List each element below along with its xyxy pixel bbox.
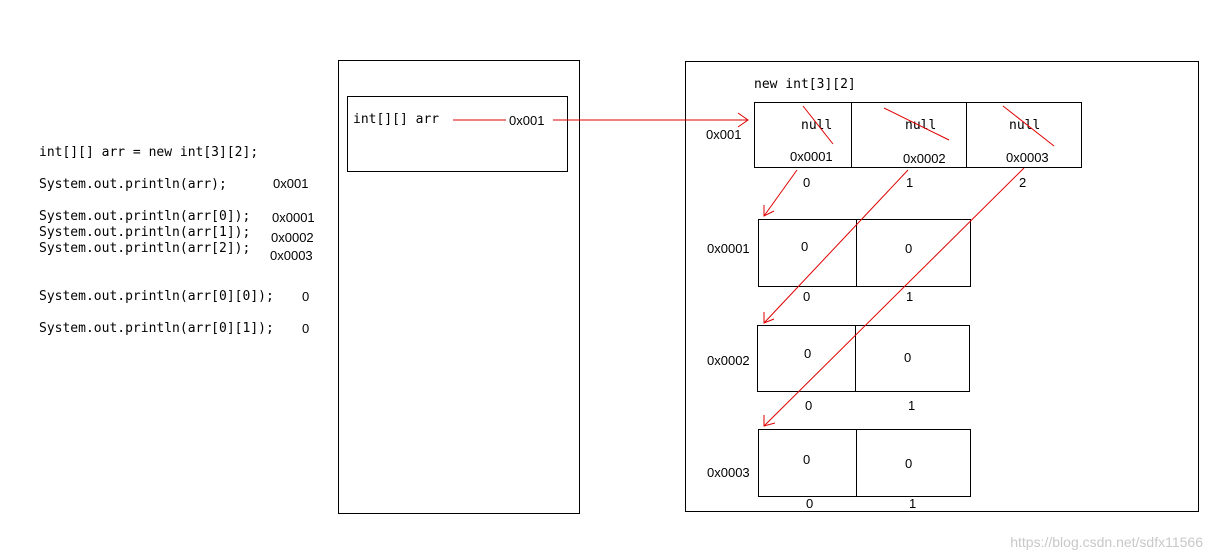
null-strike	[802, 105, 834, 145]
outer-array-address: 0x001	[706, 127, 742, 142]
inner-cell-value: 0	[803, 452, 811, 467]
output-arr2: 0x0003	[270, 248, 313, 263]
inner-cell-value: 0	[905, 241, 913, 256]
code-print-arr1: System.out.println(arr[1]);	[39, 225, 251, 240]
inner-cell-index: 1	[908, 398, 916, 413]
outer-array-divider	[851, 102, 852, 168]
inner-array-address: 0x0003	[707, 465, 750, 480]
outer-cell-value: 0x0001	[790, 149, 833, 164]
inner-array-divider	[856, 429, 857, 497]
arrowhead	[763, 205, 775, 217]
outer-cell-index: 1	[906, 175, 914, 190]
outer-cell-value: 0x0002	[903, 151, 946, 166]
inner-array-address: 0x0001	[707, 241, 750, 256]
null-strike	[1002, 105, 1055, 147]
null-strike	[883, 107, 950, 141]
code-declaration: int[][] arr = new int[3][2];	[39, 145, 259, 160]
outer-cell-index: 2	[1019, 175, 1027, 190]
arrow-to-inner-array-0	[763, 169, 798, 217]
inner-cell-value: 0	[904, 350, 912, 365]
inner-cell-index: 1	[909, 496, 917, 511]
arrow-to-inner-array-1	[763, 169, 909, 324]
outer-array-divider	[966, 102, 967, 168]
output-arr0: 0x0001	[272, 210, 315, 225]
inner-cell-index: 0	[806, 496, 814, 511]
inner-cell-index: 0	[803, 289, 811, 304]
arrow-to-inner-array-2	[763, 167, 1025, 427]
stack-variable-box	[347, 96, 568, 172]
stack-frame	[338, 60, 580, 514]
code-print-arr00: System.out.println(arr[0][0]);	[39, 289, 274, 304]
inner-cell-index: 0	[805, 398, 813, 413]
code-print-arr01: System.out.println(arr[0][1]);	[39, 321, 274, 336]
inner-array-divider	[856, 219, 857, 287]
outer-cell-value: 0x0003	[1006, 150, 1049, 165]
inner-array	[758, 219, 971, 287]
output-arr00: 0	[302, 289, 310, 304]
outer-array	[754, 102, 1082, 168]
inner-cell-value: 0	[905, 456, 913, 471]
watermark: https://blog.csdn.net/sdfx11566	[1010, 534, 1203, 550]
code-print-arr: System.out.println(arr);	[39, 177, 227, 192]
arrowhead	[763, 415, 776, 427]
inner-array-divider	[855, 325, 856, 392]
output-arr1: 0x0002	[271, 230, 314, 245]
inner-array-address: 0x0002	[707, 353, 750, 368]
stack-variable-value: 0x001	[509, 113, 545, 128]
code-print-arr0: System.out.println(arr[0]);	[39, 209, 251, 224]
inner-cell-value: 0	[804, 346, 812, 361]
outer-cell-initial: null	[801, 118, 833, 133]
inner-cell-value: 0	[801, 239, 809, 254]
arrowhead	[763, 312, 775, 324]
output-arr: 0x001	[273, 176, 309, 191]
stack-variable-label: int[][] arr	[353, 112, 440, 127]
inner-cell-index: 1	[906, 289, 914, 304]
output-arr01: 0	[302, 321, 310, 336]
outer-cell-index: 0	[803, 175, 811, 190]
code-print-arr2: System.out.println(arr[2]);	[39, 241, 251, 256]
inner-array	[758, 429, 971, 497]
heap-frame	[685, 61, 1199, 512]
inner-array	[757, 325, 970, 392]
heap-title: new int[3][2]	[754, 77, 856, 92]
arrowhead	[737, 112, 749, 128]
